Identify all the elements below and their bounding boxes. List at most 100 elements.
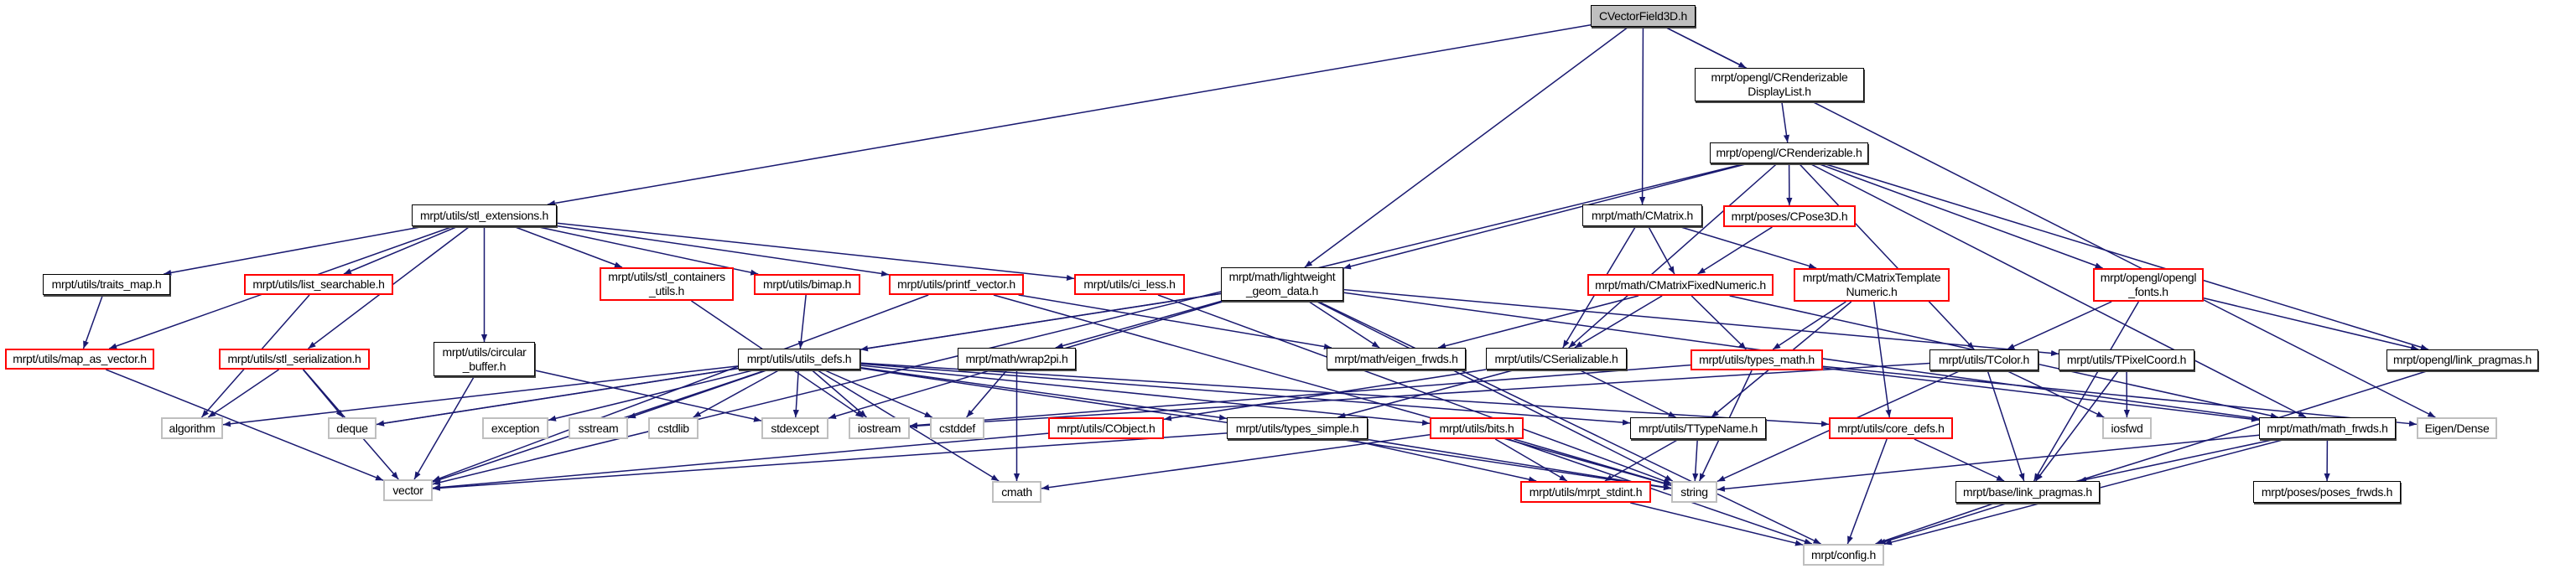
graph-node[interactable]: mrpt/utils/TPixelCoord.h — [2059, 349, 2194, 370]
node-label: iosfwd — [2111, 421, 2143, 435]
graph-node[interactable]: mrpt/utils/utils_defs.h — [738, 349, 860, 370]
graph-node[interactable]: mrpt/utils/list_searchable.h — [244, 274, 393, 295]
node-label: mrpt/utils/bits.h — [1439, 421, 1514, 435]
node-label: mrpt/utils/circular — [442, 344, 527, 359]
graph-node[interactable]: mrpt/utils/circular_buffer.h — [434, 342, 535, 376]
graph-node-root[interactable]: CVectorField3D.h — [1591, 5, 1696, 27]
node-label: iostream — [857, 421, 901, 435]
graph-node[interactable]: mrpt/math/wrap2pi.h — [958, 348, 1076, 370]
graph-node-external[interactable]: iosfwd — [2102, 417, 2152, 439]
graph-node-external[interactable]: cstdlib — [648, 417, 699, 439]
node-label: mrpt/utils/traits_map.h — [51, 277, 162, 291]
node-label: mrpt/utils/utils_defs.h — [746, 352, 852, 365]
graph-node[interactable]: mrpt/utils/TTypeName.h — [1630, 417, 1766, 439]
graph-node[interactable]: mrpt/utils/stl_containers_utils.h — [600, 267, 734, 301]
edge-coredefs-to-baselp — [1914, 438, 2005, 482]
graph-node-external[interactable]: mrpt/config.h — [1803, 544, 1884, 566]
edge-tcolor-to-iosfwd — [2005, 370, 2105, 418]
graph-node[interactable]: mrpt/math/CMatrixFixedNumeric.h — [1587, 274, 1774, 296]
edge-tsimple-to-vector — [432, 432, 1228, 491]
graph-node[interactable]: mrpt/utils/traits_map.h — [43, 274, 170, 295]
graph-node-external[interactable]: stdexcept — [761, 417, 828, 439]
edge-fonts-to-tcolor — [2007, 301, 2112, 350]
graph-node[interactable]: mrpt/utils/stl_serialization.h — [219, 349, 370, 370]
edge-cmtn-to-coredefs — [1872, 301, 1892, 418]
edge-cmfn-to-eigenf — [1437, 295, 1639, 349]
node-label: mrpt/poses/CPose3D.h — [1731, 209, 1848, 223]
graph-node[interactable]: mrpt/utils/TColor.h — [1929, 349, 2038, 370]
graph-node[interactable]: mrpt/opengl/CRenderizable.h — [1710, 142, 1868, 163]
edge-tcolor-to-baselp — [1987, 370, 2025, 482]
edge-dl-to-cr — [1781, 101, 1790, 143]
node-label: mrpt/math/wrap2pi.h — [965, 351, 1068, 365]
node-label: _buffer.h — [462, 359, 506, 373]
graph-node[interactable]: mrpt/utils/bits.h — [1430, 417, 1524, 439]
graph-node[interactable]: mrpt/math/CMatrix.h — [1582, 204, 1702, 226]
edge-cser-to-cobject — [1163, 369, 1487, 422]
node-label: vector — [392, 483, 423, 497]
node-label: mrpt/utils/mrpt_stdint.h — [1529, 484, 1643, 499]
node-label: string — [1680, 484, 1708, 499]
graph-node[interactable]: mrpt/math/math_frwds.h — [2259, 417, 2396, 439]
graph-node[interactable]: mrpt/utils/ci_less.h — [1074, 274, 1185, 295]
graph-node-external[interactable]: cstddef — [930, 417, 984, 439]
node-label: cstdlib — [657, 421, 689, 435]
edge-lgd-to-eigenf — [1307, 300, 1380, 349]
graph-node[interactable]: mrpt/utils/mrpt_stdint.h — [1520, 481, 1651, 503]
edge-mathfrwds-to-string — [1716, 434, 2260, 492]
node-label: _geom_data.h — [1246, 284, 1318, 297]
graph-node[interactable]: mrpt/utils/core_defs.h — [1829, 417, 1953, 439]
edge-coredefs-to-config — [1846, 438, 1888, 545]
edge-udefs-to-cstdlib — [693, 369, 781, 418]
graph-node[interactable]: mrpt/poses/CPose3D.h — [1723, 205, 1856, 227]
graph-node-external[interactable]: deque — [328, 417, 377, 439]
edge-cmatrix-to-cmfn — [1647, 225, 1675, 275]
edge-mav-to-vector — [105, 369, 384, 481]
graph-node[interactable]: mrpt/utils/types_simple.h — [1227, 417, 1368, 439]
graph-node-external[interactable]: iostream — [849, 417, 910, 439]
graph-node[interactable]: mrpt/utils/CSerializable.h — [1486, 348, 1627, 370]
edge-fonts-to-glpragmas — [2203, 297, 2419, 351]
graph-node[interactable]: mrpt/math/eigen_frwds.h — [1327, 348, 1466, 370]
node-label: mrpt/config.h — [1810, 547, 1877, 561]
node-label: mrpt/base/link_pragmas.h — [1963, 484, 2092, 499]
graph-node[interactable]: mrpt/utils/bimap.h — [754, 274, 860, 295]
graph-node[interactable]: mrpt/utils/printf_vector.h — [889, 274, 1024, 295]
node-label: mrpt/utils/core_defs.h — [1837, 421, 1945, 435]
graph-node[interactable]: mrpt/opengl/link_pragmas.h — [2386, 349, 2538, 370]
graph-node[interactable]: mrpt/math/lightweight_geom_data.h — [1221, 267, 1343, 301]
graph-node-external[interactable]: Eigen/Dense — [2417, 417, 2497, 439]
edge-bits-to-stdint — [1494, 438, 1568, 482]
graph-node-external[interactable]: algorithm — [161, 417, 223, 439]
graph-node[interactable]: mrpt/base/link_pragmas.h — [1955, 481, 2100, 503]
graph-node-external[interactable]: vector — [383, 479, 433, 501]
edge-lgd-to-config — [1317, 300, 1821, 545]
node-label: stdexcept — [771, 421, 819, 435]
node-label: mrpt/opengl/opengl — [2100, 271, 2197, 284]
node-label: mrpt/utils/stl_containers — [608, 270, 725, 283]
graph-node[interactable]: mrpt/utils/CObject.h — [1048, 417, 1164, 439]
node-label: algorithm — [169, 421, 216, 435]
node-label: DisplayList.h — [1748, 85, 1811, 98]
graph-node-external[interactable]: string — [1671, 481, 1717, 503]
edge-cmatrix-to-cmtn — [1678, 225, 1817, 269]
node-label: _fonts.h — [2128, 285, 2168, 298]
edge-cr-to-glpragmas — [1822, 163, 2429, 350]
graph-node[interactable]: mrpt/utils/map_as_vector.h — [5, 349, 154, 370]
node-label: sstream — [578, 421, 619, 435]
edge-cpose-to-cmfn — [1697, 226, 1773, 275]
edge-tpix-to-baselp — [2035, 370, 2120, 482]
graph-node[interactable]: mrpt/utils/types_math.h — [1690, 349, 1823, 370]
graph-node[interactable]: mrpt/opengl/opengl_fonts.h — [2093, 268, 2204, 302]
node-label: cmath — [1001, 484, 1032, 499]
edge-bits-to-string — [1514, 438, 1672, 486]
graph-node-external[interactable]: cmath — [992, 481, 1041, 503]
graph-node[interactable]: mrpt/poses/poses_frwds.h — [2253, 481, 2401, 503]
edge-cr-to-cser — [1568, 163, 1778, 349]
graph-node-external[interactable]: sstream — [569, 417, 628, 439]
edge-stlser-to-algorithm — [207, 369, 279, 418]
graph-node[interactable]: mrpt/utils/stl_extensions.h — [412, 204, 557, 226]
graph-node-external[interactable]: exception — [482, 417, 548, 439]
